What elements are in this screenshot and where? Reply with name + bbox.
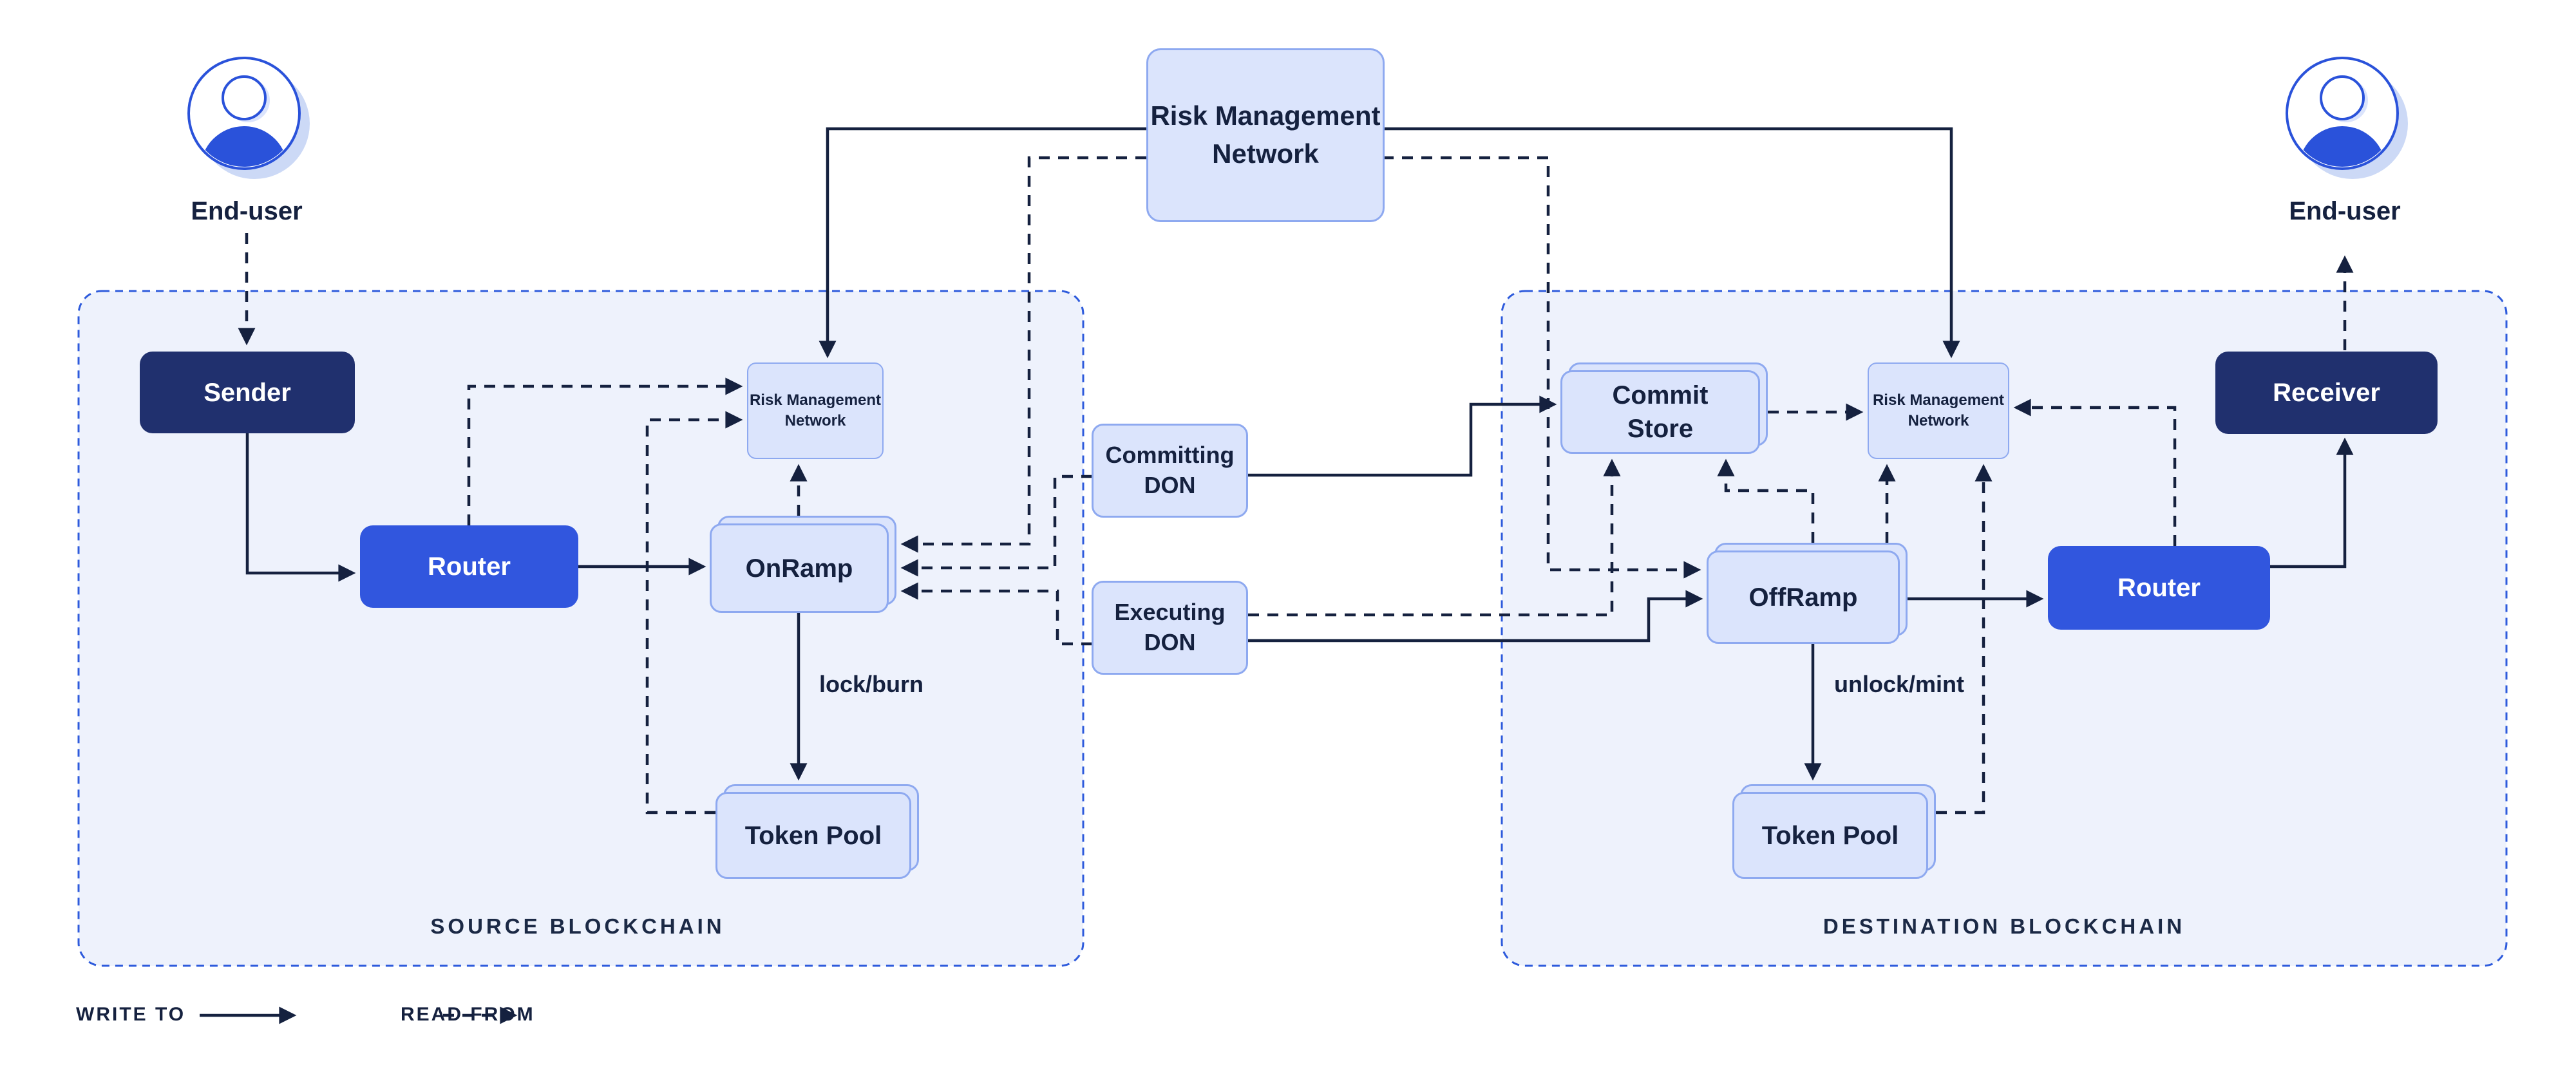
offramp-label: OffRamp	[1707, 550, 1900, 644]
token-pool-source-node: Token Pool	[715, 784, 919, 879]
offramp-node: OffRamp	[1707, 543, 1908, 644]
legend-write-to-label: WRITE TO	[76, 1004, 186, 1025]
committing-don-node: Committing DON	[1092, 424, 1248, 518]
commit-store-node: Commit Store	[1560, 362, 1768, 454]
edge-tokenpool-dest-to-rmn-dest	[1936, 464, 1993, 814]
rmn-destination-node: Risk Management Network	[1868, 362, 2009, 459]
edge-rmn-top-to-rmn-source	[819, 127, 1146, 359]
edge-rmn-top-to-onramp	[900, 156, 1146, 553]
onramp-label: OnRamp	[710, 523, 889, 613]
legend-read-from-label: READ FROM	[401, 1004, 535, 1025]
edge-router-to-rmn-source	[467, 377, 743, 525]
receiver-node: Receiver	[2215, 352, 2438, 434]
commit-store-label: Commit Store	[1560, 370, 1760, 454]
edge-executingdon-to-onramp	[900, 582, 1092, 646]
edge-router-dest-to-rmn-dest	[2013, 399, 2177, 546]
token-pool-destination-label: Token Pool	[1732, 792, 1928, 879]
onramp-node: OnRamp	[710, 516, 896, 613]
executing-don-node: Executing DON	[1092, 581, 1248, 675]
token-pool-destination-node: Token Pool	[1732, 784, 1936, 879]
router-source-node: Router	[360, 525, 578, 608]
source-blockchain-title: SOURCE BLOCKCHAIN	[430, 914, 725, 938]
lock-burn-label: lock/burn	[819, 671, 924, 697]
edge-tokenpool-to-rmn-source	[645, 411, 743, 814]
router-destination-node: Router	[2048, 546, 2270, 630]
edge-sender-to-router	[245, 433, 356, 582]
edge-executingdon-to-commitstore	[1248, 458, 1621, 617]
edge-router-dest-to-receiver	[2270, 437, 2354, 569]
edge-rmn-top-to-offramp	[1383, 156, 1701, 579]
destination-blockchain-title: DESTINATION BLOCKCHAIN	[1823, 914, 2186, 938]
token-pool-source-label: Token Pool	[715, 792, 911, 879]
risk-management-network-node: Risk Management Network	[1146, 48, 1385, 222]
unlock-mint-label: unlock/mint	[1834, 671, 1965, 697]
end-user-icon	[182, 52, 311, 180]
edge-executingdon-to-offramp	[1248, 590, 1703, 643]
rmn-source-node: Risk Management Network	[747, 362, 884, 459]
sender-node: Sender	[140, 352, 355, 433]
edge-committingdon-to-onramp	[900, 475, 1092, 577]
end-user-icon	[2280, 52, 2409, 180]
edge-offramp-to-commitstore	[1717, 458, 1815, 543]
edge-committingdon-to-commitstore	[1248, 395, 1557, 477]
end-user-label-destination: End-user	[2289, 197, 2401, 225]
edge-rmn-top-to-rmn-dest	[1383, 127, 1960, 359]
end-user-label-source: End-user	[191, 197, 303, 225]
